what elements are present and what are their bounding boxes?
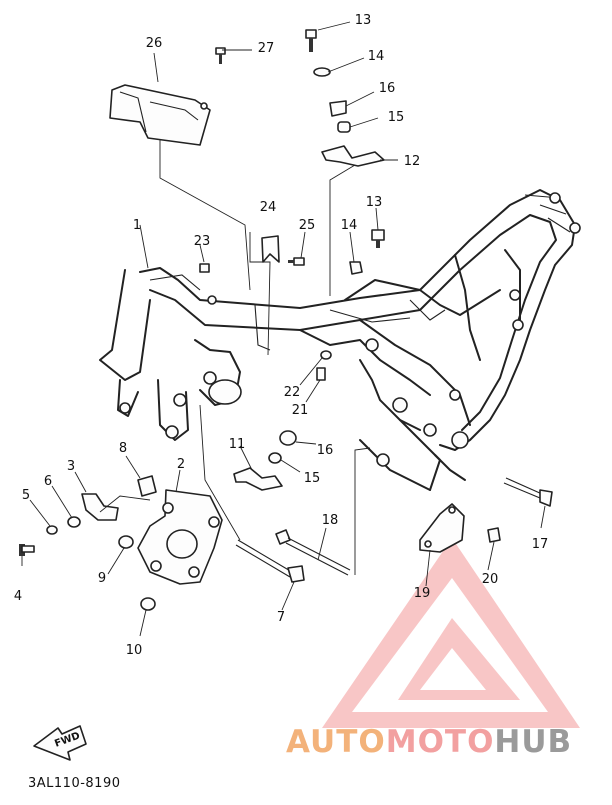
- part-22-collar: [320, 350, 332, 360]
- callout-label: 25: [299, 218, 316, 233]
- callout-label: 16: [317, 443, 334, 458]
- main-frame: [99, 189, 581, 491]
- callout-labels: 26 27 13 14 16 15 12 1 23 24 25 13 14 22…: [14, 13, 548, 658]
- callout-label: 3: [67, 459, 75, 474]
- part-9-collar: [118, 535, 134, 549]
- callout-label: 16: [379, 81, 396, 96]
- callout-label: 13: [366, 195, 383, 210]
- callout-label: 23: [194, 234, 211, 249]
- watermark-brand: AUTOMOTOHUB: [286, 724, 572, 760]
- part-16-bush-low: [279, 430, 297, 446]
- callout-label: 1: [133, 218, 141, 233]
- part-15-collar-top: [337, 121, 351, 133]
- part-13-bolt-mid: [371, 229, 385, 248]
- part-19-plate: [419, 503, 465, 553]
- callout-label: 4: [14, 589, 22, 604]
- callout-label: 19: [414, 586, 431, 601]
- callout-label: 6: [44, 474, 52, 489]
- callout-label: 10: [126, 643, 143, 658]
- callout-label: 12: [404, 154, 421, 169]
- part-8-cap: [137, 475, 157, 497]
- callout-label: 24: [260, 200, 277, 215]
- watermark-part-hub: HUB: [494, 724, 573, 760]
- part-14-washer-top: [313, 67, 331, 77]
- part-2-mount: [137, 489, 223, 585]
- watermark-part-auto: AUTO: [286, 724, 386, 760]
- part-21-bolt: [316, 367, 326, 381]
- part-15-collar-low: [268, 452, 282, 464]
- part-10-collar: [140, 597, 156, 611]
- part-20-nut: [487, 527, 501, 543]
- part-16-bush-top: [329, 100, 347, 117]
- part-27-bolt: [215, 47, 226, 64]
- part-23-bolt: [199, 263, 210, 273]
- callout-label: 15: [388, 110, 405, 125]
- callout-label: 14: [368, 49, 385, 64]
- part-17-bolt: [503, 477, 553, 507]
- callout-label: 21: [292, 403, 309, 418]
- callout-label: 2: [177, 457, 185, 472]
- callout-label: 27: [258, 41, 275, 56]
- part-13-bolt-top: [305, 29, 317, 52]
- callout-label: 18: [322, 513, 339, 528]
- callout-label: 7: [277, 610, 285, 625]
- watermark-part-moto: MOTO: [385, 724, 495, 760]
- part-14-nut-mid: [349, 261, 363, 275]
- part-11-bracket: [233, 467, 283, 491]
- callout-label: 9: [98, 571, 106, 586]
- part-4-bolt: [19, 544, 35, 556]
- callout-label: 11: [229, 437, 246, 452]
- fwd-arrow-icon: FWD: [33, 725, 87, 761]
- callout-label: 26: [146, 36, 163, 51]
- leader-lines: [21, 21, 546, 637]
- part-12-bracket-top: [321, 145, 385, 167]
- part-5-nut: [46, 525, 58, 535]
- part-6-washer: [67, 516, 81, 528]
- callout-label: 22: [284, 385, 301, 400]
- part-3-sensor: [81, 493, 119, 521]
- callout-label: 15: [304, 471, 321, 486]
- part-7-long-bolt: [235, 539, 305, 583]
- callout-label: 14: [341, 218, 358, 233]
- part-26-cover: [109, 84, 211, 146]
- part-18-long-bolt: [275, 529, 351, 576]
- part-25-bolt: [288, 257, 305, 266]
- callout-label: 13: [355, 13, 372, 28]
- callout-label: 8: [119, 441, 127, 456]
- diagram-code: 3AL110-8190: [28, 776, 121, 791]
- callout-label: 17: [532, 537, 549, 552]
- callout-label: 20: [482, 572, 499, 587]
- callout-label: 5: [22, 488, 30, 503]
- part-24-clamp: [261, 235, 280, 263]
- watermark-logo: [322, 538, 580, 728]
